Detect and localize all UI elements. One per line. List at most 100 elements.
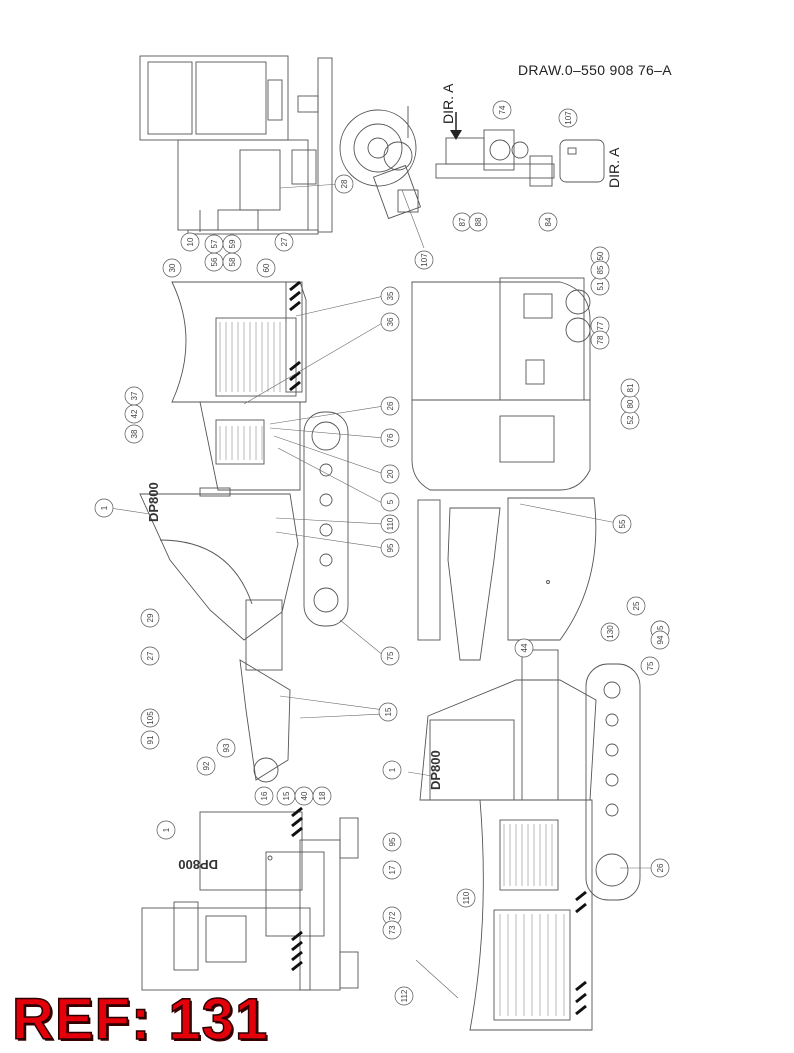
callout-number: 59	[228, 239, 237, 248]
callout-58: 58	[222, 252, 242, 272]
callout-circle	[380, 428, 400, 448]
callout-15: 15	[378, 702, 398, 722]
callout-number: 60	[262, 263, 271, 272]
callout-107: 107	[414, 250, 434, 270]
callout-number: 30	[168, 263, 177, 272]
machine-plan-view	[411, 277, 597, 661]
model-badges: DP800 DP800 DP800	[146, 482, 443, 872]
callout-circle	[650, 858, 670, 878]
callout-circle	[196, 756, 216, 776]
callout-circle	[140, 708, 160, 728]
callout-number: 25	[632, 601, 641, 610]
callout-number: 85	[596, 265, 605, 274]
callout-1: 1	[156, 820, 176, 840]
callout-30: 30	[162, 258, 182, 278]
callout-1: 1	[382, 760, 402, 780]
callout-75: 75	[380, 646, 400, 666]
callout-circle	[558, 108, 578, 128]
callout-number: 80	[626, 399, 635, 408]
callout-number: 76	[386, 433, 395, 442]
callout-76: 76	[380, 428, 400, 448]
callout-number: 72	[388, 911, 397, 920]
warning-stripes-right	[575, 890, 587, 1016]
callout-number: 57	[210, 239, 219, 248]
callout-42: 42	[124, 404, 144, 424]
callout-51: 51	[590, 276, 610, 296]
callout-number: 17	[388, 865, 397, 874]
machine-front-view	[141, 811, 359, 991]
callout-number: 10	[186, 237, 195, 246]
callout-29: 29	[140, 608, 160, 628]
callout-circle	[612, 514, 632, 534]
callout-circle	[156, 820, 176, 840]
callout-circle	[140, 646, 160, 666]
callout-circle	[124, 424, 144, 444]
callout-number: 75	[646, 661, 655, 670]
callout-38: 38	[124, 424, 144, 444]
callout-circle	[94, 498, 114, 518]
drawing-number: DRAW.0–550 908 76–A	[518, 62, 672, 78]
callout-circle	[180, 232, 200, 252]
callout-57: 57	[204, 234, 224, 254]
callout-circle	[294, 786, 314, 806]
callout-circle	[620, 378, 640, 398]
callout-73: 73	[382, 920, 402, 940]
callout-number: 130	[606, 625, 615, 639]
callout-number: 44	[520, 643, 529, 652]
callout-18: 18	[312, 786, 332, 806]
cable-reel-view	[339, 106, 422, 220]
warning-stripes-bottom	[291, 806, 303, 972]
callout-93: 93	[216, 738, 236, 758]
reference-label: REF: 131	[11, 986, 269, 1053]
callout-number: 95	[388, 837, 397, 846]
callout-105: 105	[140, 708, 160, 728]
callout-number: 18	[318, 791, 327, 800]
callout-circle	[140, 608, 160, 628]
callout-number: 105	[146, 711, 155, 725]
callout-110: 110	[456, 888, 476, 908]
machine-side-view-left	[139, 281, 349, 783]
callout-number: 26	[656, 863, 665, 872]
callout-85: 85	[590, 260, 610, 280]
callout-number: 52	[626, 415, 635, 424]
callout-35: 35	[380, 286, 400, 306]
callout-number: 75	[386, 651, 395, 660]
callout-circle	[456, 888, 476, 908]
callout-circle	[382, 920, 402, 940]
callout-16: 16	[254, 786, 274, 806]
callout-92: 92	[196, 756, 216, 776]
callout-112: 112	[394, 986, 414, 1006]
callout-circle	[140, 730, 160, 750]
callout-number: 27	[146, 651, 155, 660]
callout-number: 107	[420, 253, 429, 267]
cab-view-top	[139, 55, 333, 235]
callout-number: 29	[146, 613, 155, 622]
callout-28: 28	[334, 174, 354, 194]
callout-number: 94	[656, 635, 665, 644]
warning-stripes-left	[289, 280, 301, 392]
callout-circle	[256, 258, 276, 278]
callout-110: 110	[380, 514, 400, 534]
callout-circle	[538, 212, 558, 232]
callout-number: 84	[544, 217, 553, 226]
callout-40: 40	[294, 786, 314, 806]
callout-circle	[382, 760, 402, 780]
callout-number: 77	[596, 321, 605, 330]
machine-side-view-right	[419, 649, 641, 1031]
callout-circle	[492, 100, 512, 120]
callout-17: 17	[382, 860, 402, 880]
callout-circle	[590, 330, 610, 350]
direction-label: DIR. A	[440, 83, 456, 124]
callout-number: 92	[202, 761, 211, 770]
callout-circle	[414, 250, 434, 270]
callout-number: 88	[474, 217, 483, 226]
callout-number: 1	[162, 827, 171, 832]
callout-number: 36	[386, 317, 395, 326]
callout-number: 40	[300, 791, 309, 800]
callout-number: 74	[498, 105, 507, 114]
callout-number: 78	[596, 335, 605, 344]
callout-circle	[380, 464, 400, 484]
callout-36: 36	[380, 312, 400, 332]
callout-circle	[382, 860, 402, 880]
